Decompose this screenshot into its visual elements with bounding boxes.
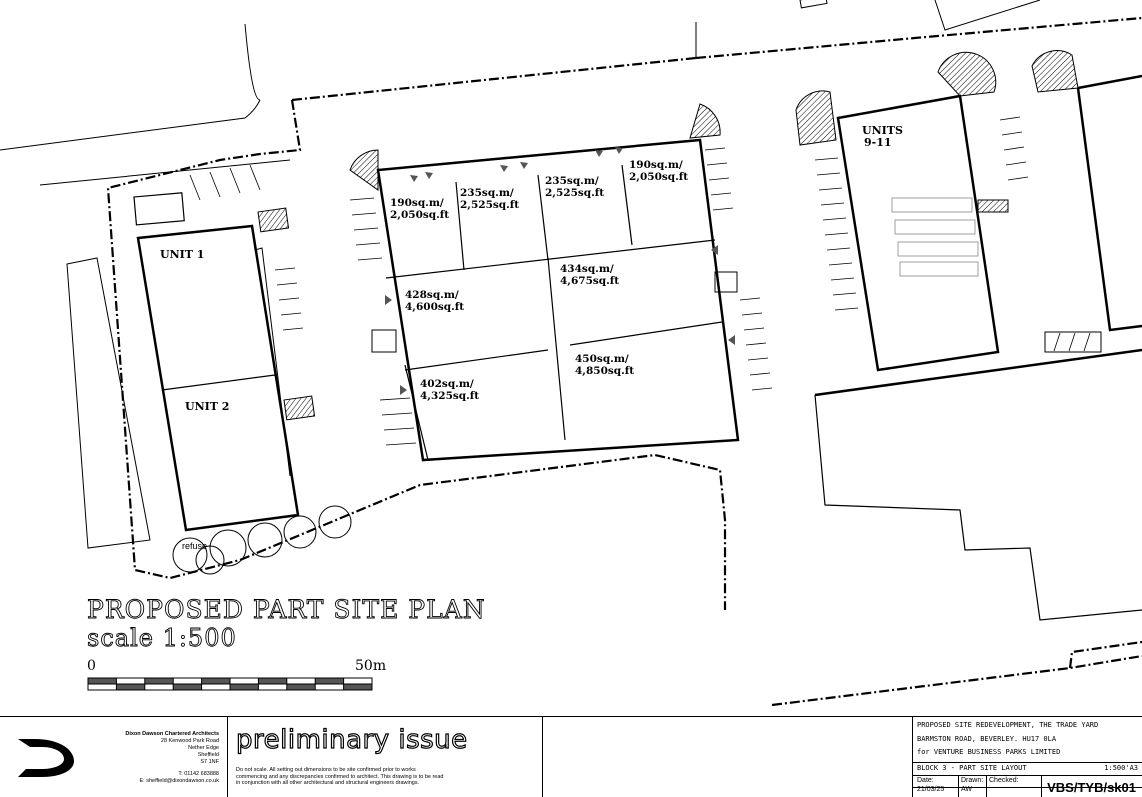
area-label: 2,525sq.ft: [545, 187, 604, 199]
area-label: 428sq.m/: [405, 289, 459, 301]
area-label: 4,850sq.ft: [575, 365, 634, 377]
area-label: 2,050sq.ft: [390, 209, 449, 221]
status-stamp: preliminary issue: [235, 724, 468, 755]
sheet-scale: 1:500'A3: [1104, 764, 1138, 772]
title-block: Dixon Dawson Chartered Architects 28 Ken…: [0, 716, 1142, 797]
area-label: 2,050sq.ft: [629, 171, 688, 183]
area-label: 434sq.m/: [560, 263, 614, 275]
area-label: 190sq.m/: [629, 159, 683, 171]
units-9-11-label-line2: 9-11: [864, 136, 892, 149]
area-label: 2,525sq.ft: [460, 199, 519, 211]
units-9-11-label-line1: UNITS: [862, 124, 903, 137]
status-cell: preliminary issue Do not scale. All sett…: [228, 717, 543, 797]
drawn-value: AW: [961, 786, 973, 793]
parking-bays: [189, 116, 1029, 446]
area-labels: 190sq.m/ 2,050sq.ft 235sq.m/ 2,525sq.ft …: [390, 159, 688, 402]
unit-1-label: UNIT 1: [160, 248, 204, 261]
blank-cell: [543, 717, 913, 797]
architect-address: Nether Edge: [188, 745, 219, 751]
architect-logo-icon: [18, 739, 74, 777]
project-cell: PROPOSED SITE REDEVELOPMENT, THE TRADE Y…: [913, 717, 1142, 797]
entrance-arrows: [385, 147, 735, 395]
unit-2-label: UNIT 2: [185, 400, 229, 413]
area-label: 235sq.m/: [545, 175, 599, 187]
area-label: 4,675sq.ft: [560, 275, 619, 287]
area-label: 4,325sq.ft: [420, 390, 479, 402]
refuse-label: refuse: [182, 541, 207, 551]
area-label: 235sq.m/: [460, 187, 514, 199]
area-label: 450sq.m/: [575, 353, 629, 365]
architect-name: Dixon Dawson Chartered Architects: [125, 731, 219, 737]
architect-cell: Dixon Dawson Chartered Architects 28 Ken…: [0, 717, 228, 797]
date-value: 21/03/25: [917, 786, 945, 793]
date-label: Date:: [917, 777, 934, 784]
units-9-11-building: [795, 51, 1009, 372]
trees: [172, 505, 352, 575]
architect-address: 28 Kenwood Park Road: [160, 738, 219, 744]
area-label: 4,600sq.ft: [405, 301, 464, 313]
area-label: 402sq.m/: [420, 378, 474, 390]
drawn-label: Drawn:: [961, 777, 984, 784]
checked-label: Checked:: [989, 777, 1019, 784]
disclaimer-text: Do not scale. All setting out dimensions…: [236, 767, 444, 786]
sheet-title: BLOCK 3 - PART SITE LAYOUT: [917, 764, 1027, 772]
drawing-scale: scale 1:500: [87, 624, 237, 652]
right-side-buildings: [814, 50, 1142, 621]
scale-bar-start: 0: [87, 658, 96, 674]
drawing-number: VBS/TYB/sk01: [1047, 780, 1136, 795]
central-block-building: [349, 103, 740, 462]
site-boundary: [106, 16, 1142, 707]
scale-bar-end: 50m: [355, 658, 386, 674]
project-line: BARMSTON ROAD, BEVERLEY. HU17 0LA: [917, 735, 1057, 743]
architect-email: E: sheffield@dixondawson.co.uk: [139, 778, 219, 784]
project-line: PROPOSED SITE REDEVELOPMENT, THE TRADE Y…: [917, 721, 1099, 729]
area-label: 190sq.m/: [390, 197, 444, 209]
site-plan-drawing: UNIT 1 UNIT 2 UNITS 9-11 refuse 190sq.m/…: [0, 0, 1142, 707]
units-1-2-building: [133, 192, 316, 532]
architect-address: Sheffield: [197, 752, 219, 758]
site-lines: [0, 0, 1041, 549]
project-line: for VENTURE BUSINESS PARKS LIMITED: [917, 748, 1061, 756]
architect-phone: T: 01142 683888: [178, 771, 219, 777]
drawing-title: PROPOSED PART SITE PLAN: [87, 595, 486, 624]
scale-bar: [87, 677, 373, 691]
architect-address: S7 1NF: [200, 759, 219, 765]
